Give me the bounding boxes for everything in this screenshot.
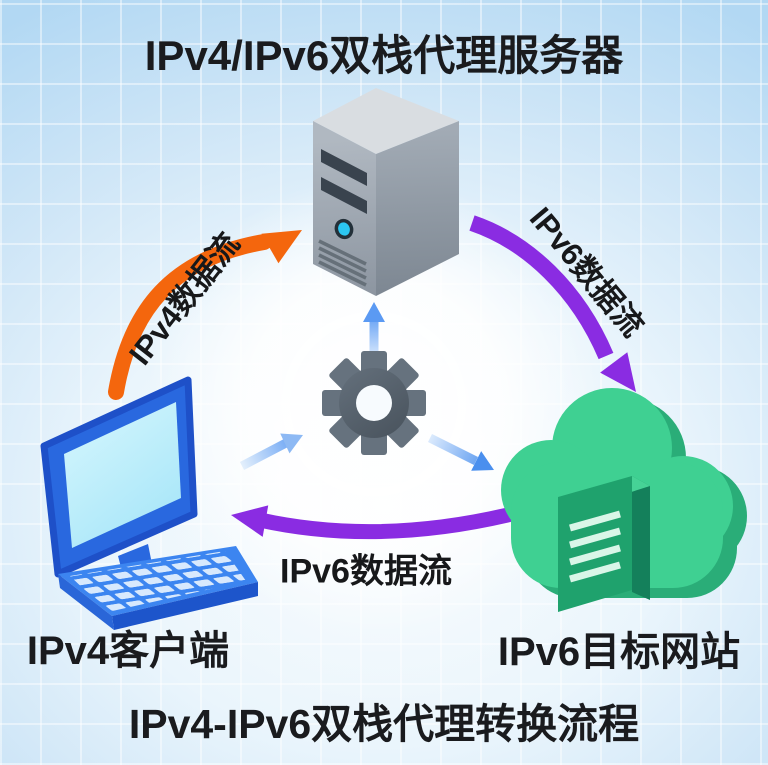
gear-icon [322, 351, 426, 455]
cloud-site-panel-icon [558, 476, 650, 612]
sync-arrow-to-target [427, 433, 494, 471]
ipv6-return-flow-label: IPv6数据流 [280, 552, 452, 591]
laptop-icon [40, 376, 258, 630]
target-site-node-label: IPv6目标网站 [497, 630, 741, 674]
sync-arrow-up [363, 302, 385, 358]
proxy-server-title: IPv4/IPv6双栈代理服务器 [144, 32, 624, 79]
ipv6-return-arrow [231, 505, 514, 540]
ipv4-flow-arrow [108, 230, 302, 400]
sync-arrow-from-client [239, 433, 303, 470]
diagram-footer-title: IPv4-IPv6双栈代理转换流程 [128, 701, 640, 747]
client-node-label: IPv4客户端 [26, 629, 230, 673]
cloud-icon [501, 388, 747, 612]
ipv6-flow-arrow [469, 215, 636, 392]
server-tower-icon [313, 88, 459, 296]
